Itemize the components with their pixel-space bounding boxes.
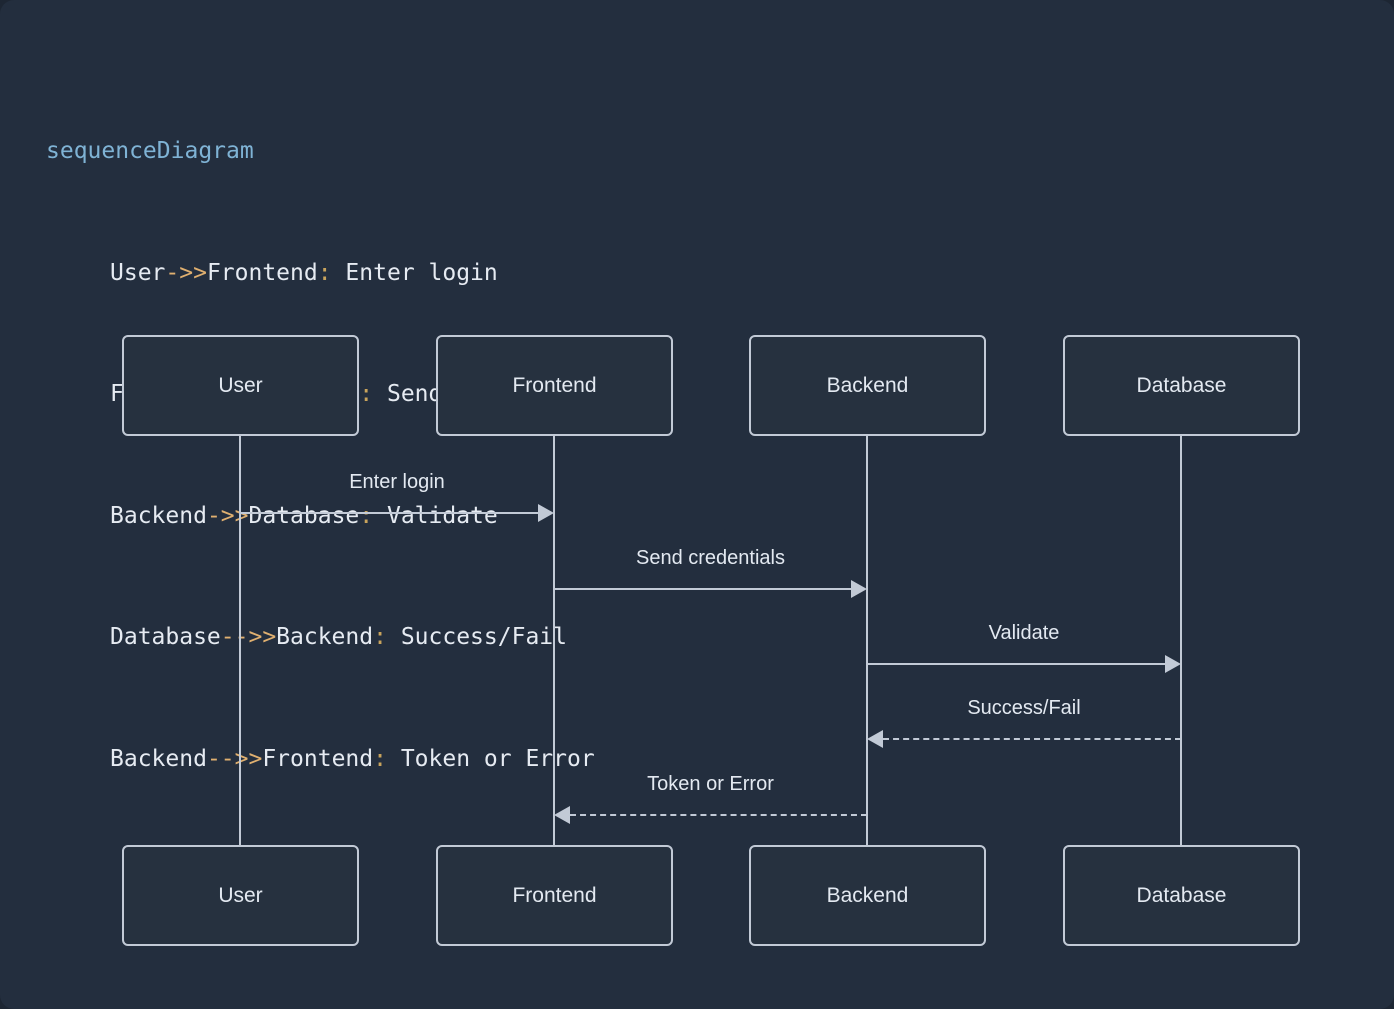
actor-label: Backend xyxy=(826,883,909,907)
code-to-3: Backend xyxy=(276,624,374,650)
actor-label: Database xyxy=(1136,373,1227,397)
code-keyword: sequenceDiagram xyxy=(46,138,254,164)
actor-label: Backend xyxy=(826,373,909,397)
message-line-0 xyxy=(240,512,538,514)
code-arrow-2: ->> xyxy=(206,502,249,529)
actor-box-top-frontend[interactable]: Frontend xyxy=(436,335,673,436)
code-colon-3: : xyxy=(373,624,387,650)
code-to-2: Database xyxy=(248,502,360,529)
message-line-2 xyxy=(867,663,1165,665)
arrowhead-left-icon xyxy=(867,730,883,748)
code-colon-2: : xyxy=(359,502,374,529)
code-arrow-0: ->> xyxy=(165,259,207,286)
actor-box-top-backend[interactable]: Backend xyxy=(749,335,986,436)
actor-box-bottom-frontend[interactable]: Frontend xyxy=(436,845,673,946)
message-line-3 xyxy=(883,738,1181,740)
code-line-2: Backend->>Database: Validate xyxy=(46,496,609,537)
lifeline-frontend xyxy=(553,436,555,845)
arrowhead-left-icon xyxy=(554,806,570,824)
code-from-3: Database xyxy=(110,624,221,650)
message-label-3: Success/Fail xyxy=(967,697,1081,719)
code-colon-0: : xyxy=(317,259,332,286)
code-line-4: Backend-->>Frontend: Token or Error xyxy=(46,739,609,780)
message-label-4: Token or Error xyxy=(647,773,774,795)
code-message-0: Enter login xyxy=(331,259,498,286)
code-to-0: Frontend xyxy=(206,259,318,286)
actor-box-bottom-user[interactable]: User xyxy=(122,845,359,946)
code-from-4: Backend xyxy=(110,745,207,772)
message-label-2: Validate xyxy=(988,622,1060,644)
code-message-3: Success/Fail xyxy=(386,624,567,650)
actor-box-bottom-backend[interactable]: Backend xyxy=(749,845,986,946)
lifeline-database xyxy=(1180,436,1182,845)
code-line-keyword: sequenceDiagram xyxy=(46,131,609,172)
code-message-2: Validate xyxy=(373,502,498,529)
code-line-3: Database-->>Backend: Success/Fail xyxy=(46,617,609,658)
actor-box-bottom-database[interactable]: Database xyxy=(1063,845,1300,946)
arrowhead-right-icon xyxy=(851,580,867,598)
message-label-0: Enter login xyxy=(349,471,445,493)
lifeline-backend xyxy=(866,436,868,845)
arrowhead-right-icon xyxy=(1165,655,1181,673)
code-arrow-4: -->> xyxy=(206,745,263,772)
actor-label: Database xyxy=(1136,883,1227,907)
actor-label: Frontend xyxy=(512,373,597,397)
message-line-4 xyxy=(570,814,867,816)
arrowhead-right-icon xyxy=(538,504,554,522)
code-to-4: Frontend xyxy=(262,745,374,772)
code-arrow-3: -->> xyxy=(220,624,277,650)
actor-label: Frontend xyxy=(512,883,597,907)
actor-box-top-user[interactable]: User xyxy=(122,335,359,436)
code-from-2: Backend xyxy=(110,502,207,529)
code-line-0: User->>Frontend: Enter login xyxy=(46,253,609,294)
lifeline-user xyxy=(239,436,241,845)
message-label-1: Send credentials xyxy=(636,547,785,569)
actor-label: User xyxy=(218,883,263,907)
code-from-0: User xyxy=(110,259,166,286)
code-colon-1: : xyxy=(359,381,374,407)
message-line-1 xyxy=(554,588,851,590)
actor-box-top-database[interactable]: Database xyxy=(1063,335,1300,436)
code-colon-4: : xyxy=(373,745,387,772)
code-message-4: Token or Error xyxy=(386,745,595,772)
actor-label: User xyxy=(218,373,263,397)
